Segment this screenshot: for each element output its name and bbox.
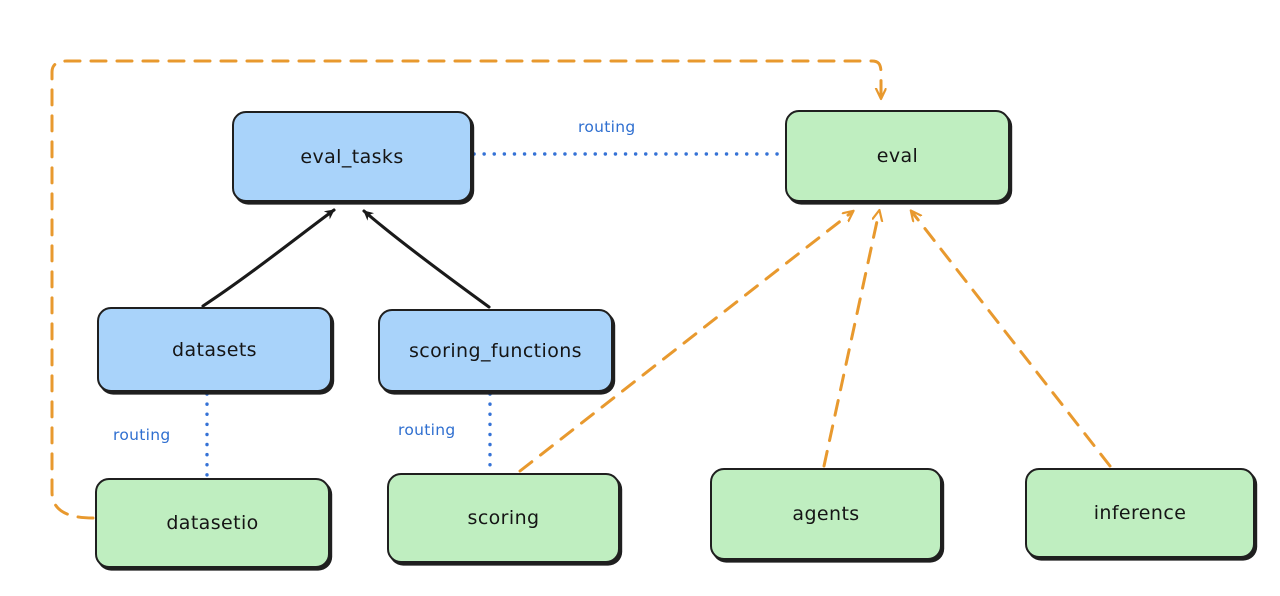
edge-datasets-to-eval_tasks — [201, 208, 336, 308]
edge-scoring_functions-to-eval_tasks — [362, 209, 491, 309]
node-scoring[interactable]: scoring — [387, 473, 620, 563]
node-label: eval_tasks — [300, 145, 404, 168]
edge-inference-to-eval — [912, 212, 1112, 468]
node-eval[interactable]: eval — [785, 110, 1010, 202]
node-scoring-functions[interactable]: scoring_functions — [378, 309, 613, 392]
node-eval-tasks[interactable]: eval_tasks — [232, 111, 472, 202]
node-label: inference — [1093, 502, 1187, 524]
node-label: agents — [792, 503, 860, 525]
node-label: scoring_functions — [409, 339, 582, 362]
edge-label-routing-scoring-functions-scoring: routing — [398, 421, 456, 439]
edge-agents-to-eval — [822, 212, 879, 468]
edge-label-routing-datasets-datasetio: routing — [113, 426, 171, 444]
node-label: datasets — [172, 338, 257, 361]
node-label: eval — [876, 145, 919, 167]
node-inference[interactable]: inference — [1025, 468, 1255, 558]
edge-label-routing-eval-tasks-eval: routing — [578, 118, 636, 136]
node-label: datasetio — [166, 512, 259, 534]
node-agents[interactable]: agents — [710, 468, 942, 560]
node-label: scoring — [467, 507, 540, 529]
node-datasetio[interactable]: datasetio — [95, 478, 330, 568]
node-datasets[interactable]: datasets — [97, 307, 332, 392]
